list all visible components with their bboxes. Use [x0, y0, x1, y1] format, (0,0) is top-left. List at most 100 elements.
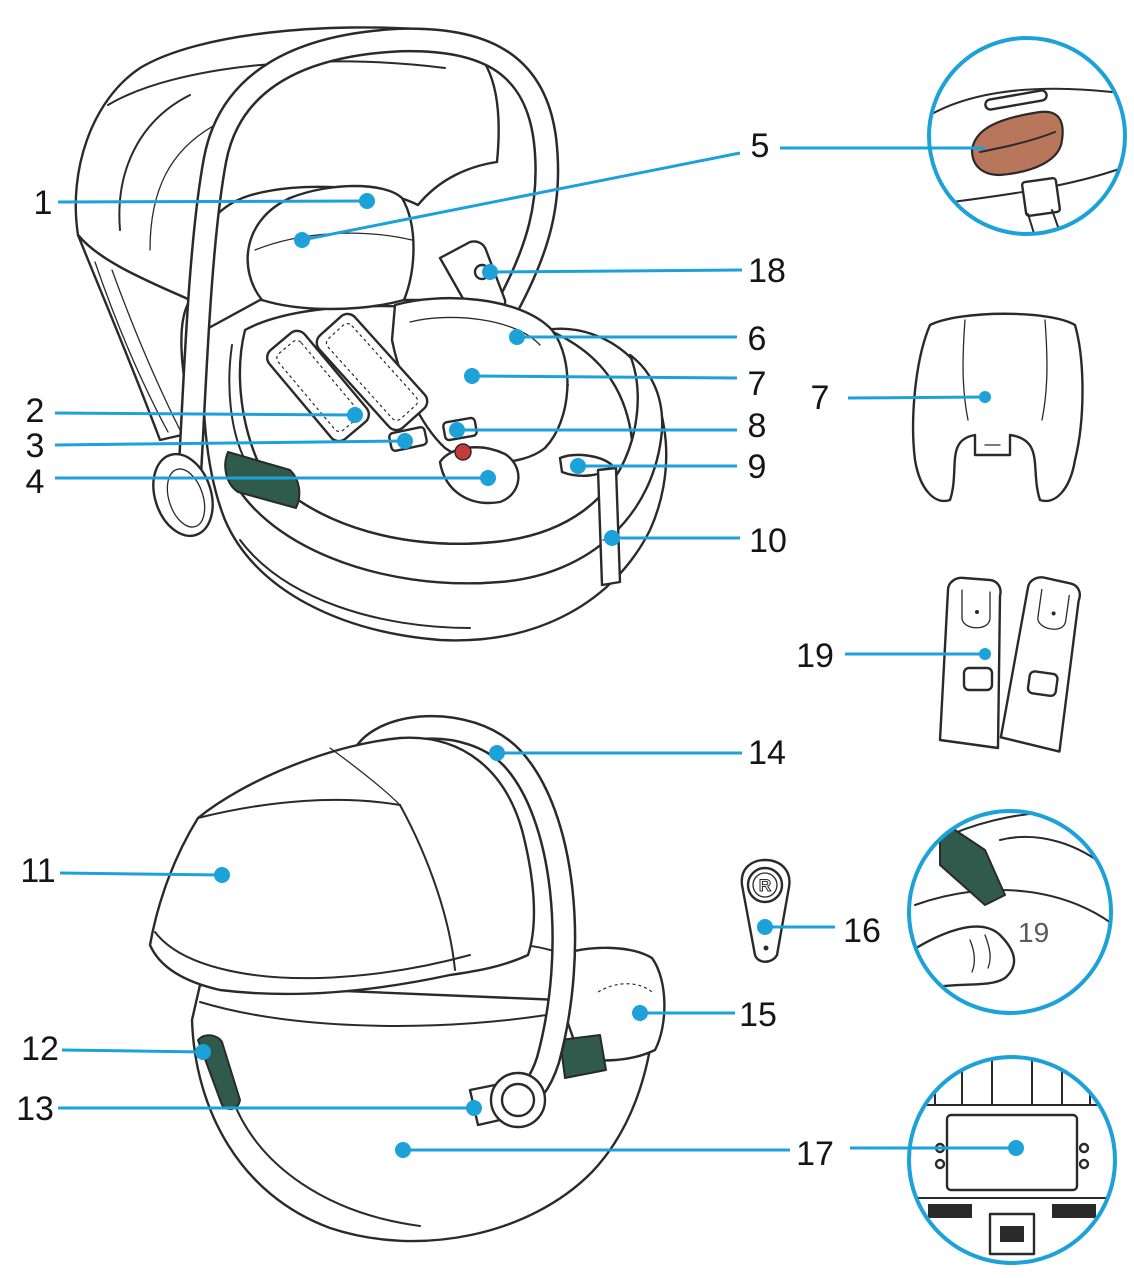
callout-12: 12 [21, 1030, 211, 1068]
callout-dot [632, 1005, 648, 1021]
callout-7: 7 [464, 365, 766, 403]
callout-label: 17 [796, 1135, 834, 1173]
inset-c-bolt [934, 1158, 946, 1170]
bottom-canopy-seam-back [329, 747, 401, 806]
shoulder-pad-body [315, 312, 429, 432]
tag-logo-letter: R [759, 876, 771, 895]
belt-clip-right [999, 576, 1082, 753]
callout-label: 1 [34, 184, 53, 222]
callout-label: 14 [748, 734, 786, 772]
part-16-tag: R [740, 858, 791, 963]
inset-base-detail [907, 1055, 1117, 1265]
callout-dot [480, 470, 496, 486]
callout-line [847, 395, 986, 400]
callout-19: 19 [796, 637, 991, 675]
callout-17: 17 [395, 1135, 1024, 1173]
bottom-carry-handle-inner [352, 717, 574, 1115]
shoulder-pad-stitch [325, 323, 419, 421]
callout-dot [214, 867, 230, 883]
inset-b-ring [907, 809, 1113, 1015]
callout-line [471, 374, 738, 380]
inset-b-label: 19 [1018, 917, 1049, 948]
callout-label: 11 [20, 852, 55, 890]
callout-5: 5 [294, 127, 985, 248]
inset-c-bolt [1078, 1158, 1090, 1170]
callout-dot [979, 391, 991, 403]
inset-belt-guide: 19 [907, 809, 1113, 1015]
callout-label: 4 [26, 463, 45, 501]
inset-b-seat-edge-2 [914, 888, 1111, 931]
belt-clips [938, 576, 1082, 753]
callout-line [59, 871, 223, 877]
shoulder-pad-stitch [276, 339, 360, 433]
callout-label: 15 [739, 996, 777, 1034]
bottom-canopy [148, 736, 536, 996]
callout-label: 16 [843, 912, 881, 950]
callout-16: 16 [757, 912, 881, 950]
callout-1: 1 [34, 184, 375, 222]
inset-a-slot [984, 89, 1048, 111]
callout-dot [570, 458, 586, 474]
callout-label: 5 [751, 127, 770, 165]
top-shell-lower-line [239, 539, 471, 629]
callout-line [54, 439, 406, 447]
tag-dot [763, 945, 769, 951]
callout-line [301, 151, 741, 242]
callout-dot [464, 368, 480, 384]
callout-label: 2 [26, 392, 45, 430]
inset-c-latch-right [1052, 1204, 1096, 1218]
top-adjuster-strap [596, 466, 622, 587]
callout-dot [449, 422, 465, 438]
inset-c-latch-left [928, 1204, 972, 1218]
inset-c-ring [907, 1055, 1117, 1265]
top-seat-side-wall [228, 344, 247, 463]
callout-7-insert: 7 [811, 379, 991, 417]
callout-11: 11 [20, 852, 230, 890]
bottom-seat-back [558, 946, 666, 1062]
callout-line [54, 411, 356, 417]
separate-headrest-insert [911, 312, 1084, 503]
bottom-belt-guide-right [559, 1034, 607, 1079]
top-buckle-release-button [454, 443, 472, 461]
callout-label: 12 [21, 1030, 59, 1068]
callout-2: 2 [26, 392, 363, 430]
callout-dot [604, 530, 620, 546]
headrest-insert-outline [911, 312, 1084, 503]
inset-b-hand [909, 925, 1016, 990]
top-handle-pivot-inner [166, 468, 206, 528]
callout-label: 18 [748, 252, 786, 290]
callout-label: 7 [748, 365, 767, 403]
callout-line [61, 1048, 204, 1054]
callout-dot-inset [1008, 1140, 1024, 1156]
top-shell-rim [226, 353, 664, 585]
top-canopy-fold [118, 94, 191, 231]
callout-label: 13 [16, 1090, 54, 1128]
bottom-car-seat [148, 714, 666, 1243]
top-handle-pivot [152, 452, 214, 538]
callout-9: 9 [570, 448, 766, 486]
bottom-shell-rim [199, 1001, 566, 1027]
callout-dot [347, 407, 363, 423]
bottom-canopy-lip [154, 931, 471, 980]
inset-b-content: 19 [909, 811, 1111, 990]
callout-dot [397, 433, 413, 449]
callout-6: 6 [509, 320, 766, 358]
callout-label: 6 [748, 320, 767, 358]
top-canopy-seam [107, 60, 446, 106]
belt-clip-left-slot [961, 589, 991, 629]
headrest-insert-line-2 [1041, 319, 1048, 421]
inset-a-content [929, 87, 1123, 234]
belt-clip-right-group [999, 576, 1082, 753]
callout-13: 13 [16, 1090, 482, 1128]
tag-logo-inner [752, 872, 778, 898]
bottom-canopy-seam-side [399, 804, 456, 971]
inset-b-fingers [969, 934, 991, 973]
callout-14: 14 [489, 734, 786, 772]
inset-headrest-adjuster [927, 36, 1127, 236]
callout-dot [757, 919, 773, 935]
belt-clip-right-slot [1037, 588, 1070, 630]
top-carry-handle-inner [180, 29, 557, 480]
callout-label: 3 [26, 427, 45, 465]
callout-10: 10 [604, 522, 787, 560]
inset-a-edge-top [929, 87, 1113, 119]
